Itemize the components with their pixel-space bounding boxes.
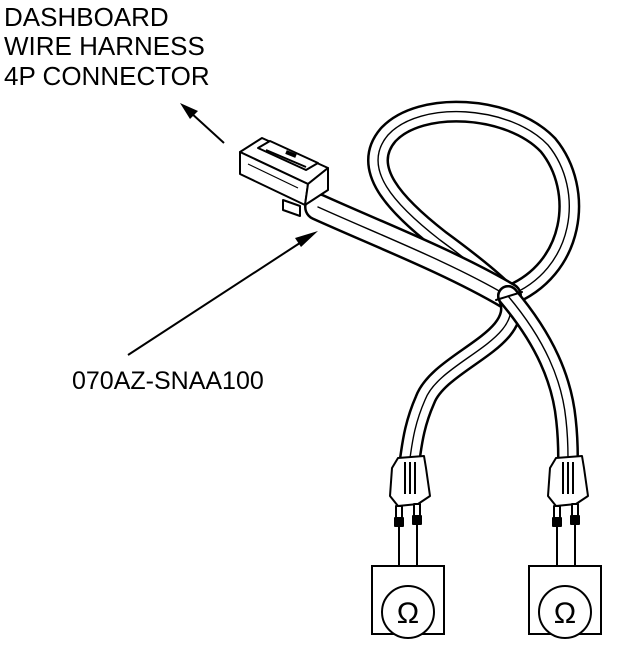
left-test-probe [389,455,431,566]
part-number-label: 070AZ-SNAA100 [72,367,264,395]
left-ohm-symbol: Ω [397,597,419,630]
connector-callout: DASHBOARD WIRE HARNESS 4P CONNECTOR [4,2,210,91]
right-test-probe [547,455,589,566]
connector-leader-arrow [180,103,225,144]
right-ohmmeter: Ω [528,565,602,639]
connector-label-line2: WIRE HARNESS [4,31,205,61]
right-ohm-dial-icon [538,585,592,639]
harness-cable [304,100,581,469]
left-ohm-dial-icon [381,585,435,639]
left-ohmmeter: Ω [371,565,445,639]
connector-label-line3: 4P CONNECTOR [4,61,210,91]
connector-label-line1: DASHBOARD [4,2,169,32]
right-ohm-symbol: Ω [554,597,576,630]
dashboard-4p-connector [239,137,329,217]
part-number-leader-arrow [127,231,318,356]
